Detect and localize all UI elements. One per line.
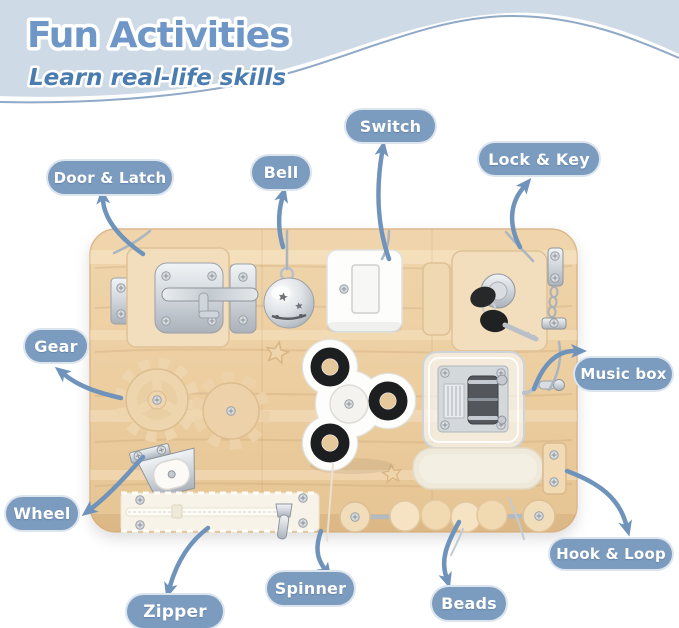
arrow-wheel [81,454,146,516]
arrow-bell [274,186,288,250]
arrow-lock-key [509,177,532,250]
arrow-music-box [531,344,587,392]
beads-item [339,499,556,533]
label-spinner: Spinner [267,572,354,605]
arrow-hook-loop [564,468,632,537]
label-switch: Switch [346,110,435,142]
page-subtitle: Learn real-life skills [29,65,286,91]
cord-music-box [547,340,562,392]
cord-strap [508,497,525,540]
annotation-arrows [54,140,632,599]
hook-loop-item [412,442,567,495]
door-latch-item [110,247,259,348]
chain-lock [541,247,567,330]
label-gear: Gear [25,330,87,362]
label-beads: Beads [432,587,506,620]
label-hook-loop: Hook & Loop [550,539,672,569]
label-wheel: Wheel [6,497,78,530]
arrow-door-latch [96,188,146,257]
cord-beads [450,528,464,556]
header-wave-line [0,14,679,104]
label-bell: Bell [252,156,310,189]
arrow-beads [438,519,462,589]
page-title: Fun Activities [27,15,290,56]
arrow-switch [374,140,392,262]
lock-key-item [422,247,567,352]
bell-item [263,266,315,329]
label-zipper: Zipper [127,595,223,628]
spinner-item [301,338,417,474]
header-wave [0,0,679,97]
label-music-box: Music box [575,358,672,390]
zipper-item [120,491,320,540]
label-lock-key: Lock & Key [479,143,599,175]
gear-item [115,358,270,450]
arrow-spinner [315,528,332,579]
arrow-gear [54,366,124,401]
label-door-latch: Door & Latch [48,161,172,194]
header-banner: Fun Activities Learn real-life skills [0,0,679,104]
arrow-zipper [164,525,211,599]
cord-spinner [326,463,334,542]
switch-item [326,249,403,333]
wheel-item [129,443,196,499]
music-box-item [422,351,565,449]
